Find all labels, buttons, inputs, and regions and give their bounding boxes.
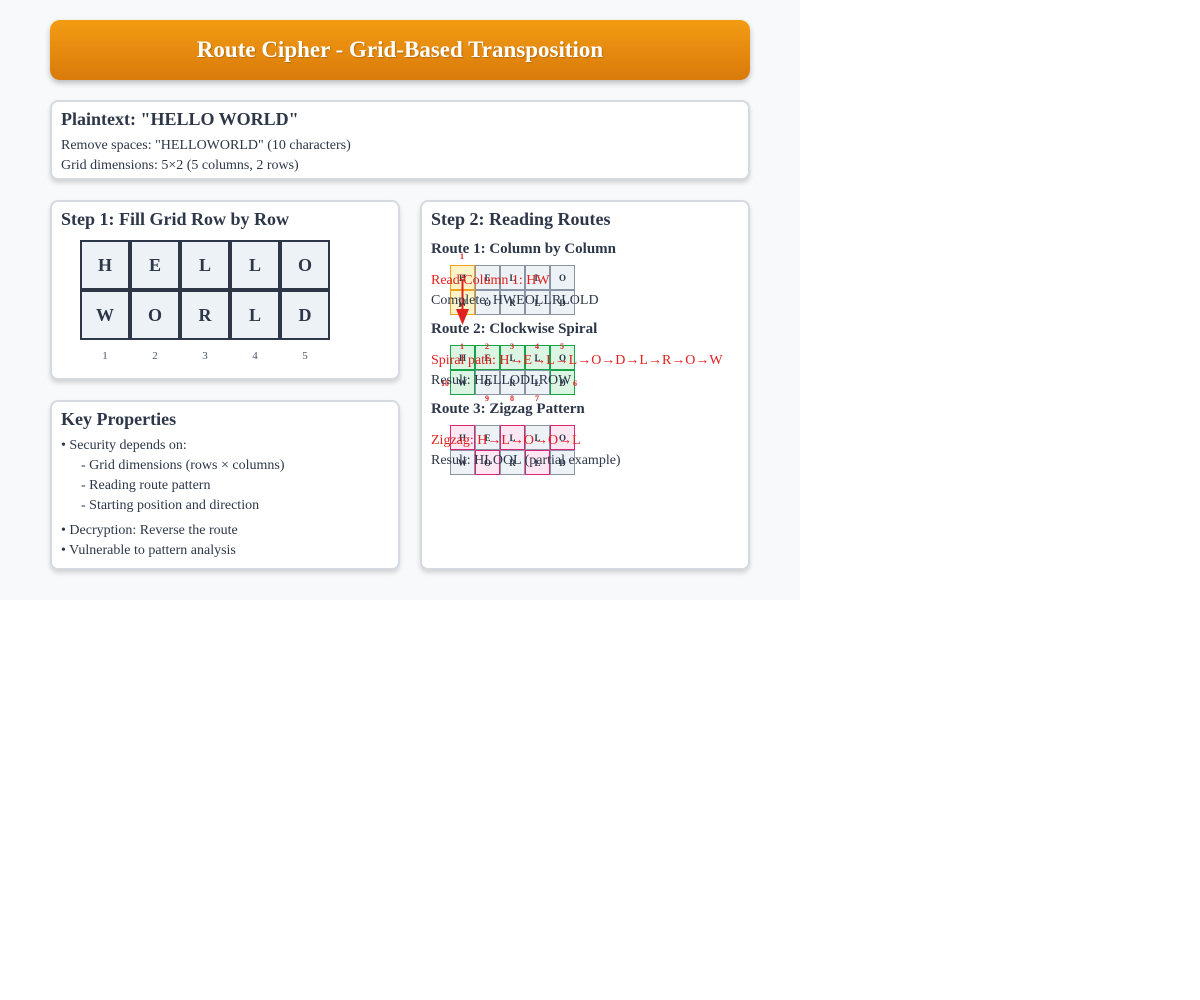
grid-cell: R bbox=[180, 290, 230, 340]
sequence-number: 4 bbox=[535, 342, 539, 351]
step1-card: Step 1: Fill Grid Row by Row H E L L O W… bbox=[50, 200, 400, 380]
sequence-number: 7 bbox=[535, 394, 539, 403]
column-number: 5 bbox=[302, 350, 308, 362]
diagram-canvas: Route Cipher - Grid-Based Transposition … bbox=[0, 0, 800, 600]
grid-cell: H bbox=[80, 240, 130, 290]
grid-cell: L bbox=[525, 425, 550, 450]
route3-step-text: Zigzag: H→L→O→O→L bbox=[431, 433, 581, 448]
grid-cell: O bbox=[475, 370, 500, 395]
properties-card: Key Properties • Security depends on: - … bbox=[50, 400, 400, 570]
grid-cell: L bbox=[525, 370, 550, 395]
grid-cell: L bbox=[230, 290, 280, 340]
sequence-number: 2 bbox=[485, 342, 489, 351]
column-number: 2 bbox=[152, 350, 158, 362]
grid-cell: O bbox=[280, 240, 330, 290]
sequence-number: 2 bbox=[460, 273, 464, 282]
down-arrow-icon bbox=[456, 280, 469, 325]
column-number: 3 bbox=[202, 350, 208, 362]
plaintext-line-2: Grid dimensions: 5×2 (5 columns, 2 rows) bbox=[61, 158, 299, 173]
sequence-number: 10 bbox=[441, 379, 449, 388]
grid-cell: O bbox=[475, 450, 500, 475]
sequence-number: 8 bbox=[510, 394, 514, 403]
grid-cell: D bbox=[550, 290, 575, 315]
grid-cell: W bbox=[450, 370, 475, 395]
grid-cell: L bbox=[525, 290, 550, 315]
route3-result: Result: HLOOL (partial example) bbox=[431, 453, 621, 468]
grid-cell: E bbox=[475, 425, 500, 450]
plaintext-line-1: Remove spaces: "HELLOWORLD" (10 characte… bbox=[61, 138, 351, 153]
plaintext-title: Plaintext: "HELLO WORLD" bbox=[61, 109, 299, 129]
grid-cell: D bbox=[280, 290, 330, 340]
grid-cell: D bbox=[550, 370, 575, 395]
header-banner: Route Cipher - Grid-Based Transposition bbox=[50, 20, 750, 80]
grid-cell: O bbox=[475, 290, 500, 315]
grid-cell: W bbox=[450, 450, 475, 475]
properties-title: Key Properties bbox=[61, 409, 177, 429]
property-bullet: • Decryption: Reverse the route bbox=[61, 523, 238, 538]
grid-cell: W bbox=[80, 290, 130, 340]
grid-cell: R bbox=[500, 290, 525, 315]
grid-cell: L bbox=[180, 240, 230, 290]
grid-cell: L bbox=[500, 425, 525, 450]
step2-title: Step 2: Reading Routes bbox=[431, 209, 611, 229]
column-number: 4 bbox=[252, 350, 258, 362]
sequence-number: 1 bbox=[460, 252, 464, 261]
grid-cell: O bbox=[550, 425, 575, 450]
sequence-number: 5 bbox=[560, 342, 564, 351]
sequence-number: 1 bbox=[460, 342, 464, 351]
grid-cell: R bbox=[500, 450, 525, 475]
grid-cell: E bbox=[130, 240, 180, 290]
route2-result: Result: HELLODLROW bbox=[431, 373, 572, 388]
route3-title: Route 3: Zigzag Pattern bbox=[431, 401, 585, 417]
column-number: 1 bbox=[102, 350, 108, 362]
grid-cell: O bbox=[550, 265, 575, 290]
grid-cell: E bbox=[475, 345, 500, 370]
grid-cell: R bbox=[500, 370, 525, 395]
sequence-number: 6 bbox=[573, 379, 577, 388]
grid-cell: E bbox=[475, 265, 500, 290]
property-bullet: • Vulnerable to pattern analysis bbox=[61, 543, 236, 558]
grid-cell: L bbox=[525, 450, 550, 475]
grid-cell: L bbox=[500, 345, 525, 370]
grid-cell: L bbox=[230, 240, 280, 290]
grid-cell: L bbox=[525, 345, 550, 370]
plaintext-card: Plaintext: "HELLO WORLD" Remove spaces: … bbox=[50, 100, 750, 180]
route1-title: Route 1: Column by Column bbox=[431, 241, 617, 257]
page-title: Route Cipher - Grid-Based Transposition bbox=[196, 37, 604, 62]
grid-cell: O bbox=[130, 290, 180, 340]
grid-cell: H bbox=[450, 345, 475, 370]
grid-cell: O bbox=[550, 345, 575, 370]
grid-cell: D bbox=[550, 450, 575, 475]
sequence-number: 9 bbox=[485, 394, 489, 403]
property-sub-item: - Reading route pattern bbox=[81, 478, 211, 493]
grid-cell: L bbox=[525, 265, 550, 290]
route1-result: Complete: HWEOLLRLOLD bbox=[431, 293, 599, 308]
property-bullet: • Security depends on: bbox=[61, 438, 187, 453]
step2-card: Step 2: Reading Routes Route 1: Column b… bbox=[420, 200, 750, 570]
step1-title: Step 1: Fill Grid Row by Row bbox=[61, 209, 290, 229]
grid-cell: L bbox=[500, 265, 525, 290]
property-sub-item: - Starting position and direction bbox=[81, 498, 260, 513]
property-sub-item: - Grid dimensions (rows × columns) bbox=[81, 458, 285, 473]
route1-step-text: Read Column 1: HW bbox=[431, 273, 550, 288]
sequence-number: 3 bbox=[510, 342, 514, 351]
route2-title: Route 2: Clockwise Spiral bbox=[431, 321, 598, 337]
grid-cell: H bbox=[450, 425, 475, 450]
route2-step-text: Spiral path: H→E→L→L→O→D→L→R→O→W bbox=[431, 353, 723, 368]
